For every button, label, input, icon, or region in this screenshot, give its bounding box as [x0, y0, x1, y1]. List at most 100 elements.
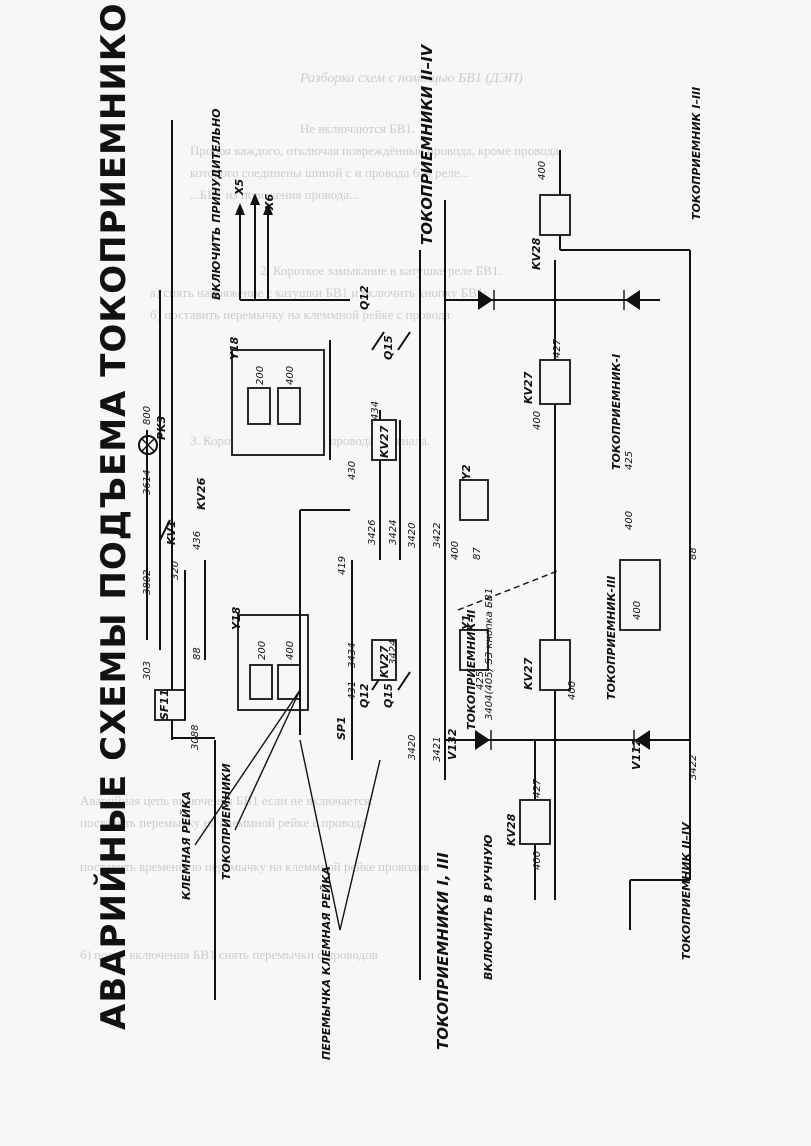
wire-label: 400	[532, 411, 543, 430]
ghost-line: 2. Короткое замыкание в катушке реле БВ1…	[260, 263, 502, 278]
diode-v112	[635, 730, 650, 750]
label-pantographs-2-4: ТОКОПРИЕМНИКИ II–IV	[418, 43, 436, 245]
wire-label: 3614	[142, 470, 153, 495]
wire-label: 425	[475, 671, 486, 690]
contact-q15	[397, 671, 411, 691]
ghost-line: поставить временную перемычку на клеммно…	[80, 859, 430, 874]
component-label: KV27	[522, 371, 535, 404]
coil-y2	[459, 479, 489, 521]
arrow	[250, 193, 260, 205]
component-label: V132	[446, 728, 459, 760]
wire-label: 436	[192, 531, 203, 550]
label-pantograph-2: ТОКОПРИЕМНИК-II	[465, 610, 478, 730]
leader	[299, 739, 341, 931]
wire-label: 87	[472, 547, 483, 560]
component-label: Q15	[382, 683, 395, 708]
leader	[194, 689, 301, 846]
ghost-line: Аварийная цепь включения БВ1 если не вкл…	[80, 793, 374, 808]
diagram-title: АВАРИЙНЫЕ СХЕМЫ ПОДЪЕМА ТОКОПРИЕМНИКОВ	[93, 0, 134, 1030]
relay-kv28-bottom	[519, 799, 551, 845]
wire-label: 400	[450, 541, 461, 560]
component-label: KV1	[165, 520, 178, 545]
wire-label: 200	[255, 366, 266, 385]
wire-label: 3422	[432, 523, 443, 548]
component-label: X6	[263, 194, 276, 211]
wire-label: 3424	[388, 520, 399, 545]
relay-kv27-right	[539, 359, 571, 405]
arrow-x5	[235, 203, 245, 215]
component-label: Q12	[358, 683, 371, 708]
wire-label: 431	[347, 681, 358, 700]
component-label: KV27	[378, 425, 391, 458]
label-vklyuchit-v-ruchnuyu: ВКЛЮЧИТЬ В РУЧНУЮ	[482, 834, 495, 980]
label-tokopriemniki: ТОКОПРИЕМНИКИ	[220, 763, 233, 880]
component-label: V112	[630, 738, 643, 770]
leader	[234, 689, 301, 831]
component-label: Y2	[460, 464, 473, 480]
wire-label: 3421	[432, 737, 443, 762]
wire-label: 3422	[688, 755, 699, 780]
diode	[625, 290, 640, 310]
wire-label: 425	[624, 451, 635, 470]
component-label: Y1	[460, 614, 473, 630]
component-label: Y18	[230, 606, 243, 630]
wire-label: 419	[337, 556, 348, 575]
component-label: X5	[233, 179, 246, 196]
ghost-line: а) снять напряжение с катушки БВ1 и вклю…	[150, 285, 488, 300]
wire-label: 427	[552, 338, 563, 358]
label-peremychka: ПЕРЕМЫЧКА КЛЕМНАЯ РЕЙКА	[320, 866, 333, 1060]
label-pantographs-1-3: ТОКОПРИЕМНИКИ I, III	[434, 852, 452, 1050]
ghost-line: Пробоя каждого, отключая повреждённые пр…	[190, 143, 559, 158]
wire-label: 303	[142, 661, 153, 680]
component-label: KV26	[195, 477, 208, 510]
contact-kv1	[159, 519, 171, 541]
label-pantograph-1: ТОКОПРИЕМНИК-I	[610, 354, 623, 470]
component-label: PK3	[155, 415, 168, 440]
wire-label: 434	[370, 401, 381, 420]
relay-kv28-top	[539, 194, 571, 236]
wire-label: 320	[170, 561, 181, 580]
wire-label: 800	[142, 406, 153, 425]
component-label: Q12	[358, 285, 371, 310]
wire-label: 3420	[407, 735, 418, 760]
label-pantograph-2-4: ТОКОПРИЕМНИК II–IV	[680, 821, 693, 960]
wire-label: 88	[688, 547, 699, 560]
component-label: Q15	[382, 335, 395, 360]
relay-kv27	[371, 419, 397, 461]
wire-label: 200	[257, 641, 268, 660]
lamp-pk3	[138, 435, 158, 455]
ghost-line: поставить перемычку на клеммной рейке с …	[80, 815, 366, 830]
leader	[339, 759, 381, 931]
label-pantograph-1-3: ТОКОПРИЕМНИК I–III	[690, 87, 703, 220]
component-label: KV27	[378, 645, 391, 678]
dashed-link	[457, 569, 561, 611]
wire-label: 3434	[347, 643, 358, 668]
label-klemnaya-reyka: КЛЕМНАЯ РЕЙКА	[180, 791, 193, 900]
contact-q12	[371, 331, 385, 351]
component-label: Y18	[228, 336, 241, 360]
relay-kv27-lower	[539, 639, 571, 691]
wire-label: 400	[567, 681, 578, 700]
coil-y1	[459, 629, 489, 671]
wire-label: 3802	[142, 570, 153, 595]
ghost-line: ...БВ1 из положения провода...	[190, 187, 359, 202]
ghost-line: б) поставить перемычку на клеммной рейке…	[150, 307, 451, 322]
ghost-line: б) после включения БВ1 снять перемычки с…	[80, 947, 378, 962]
relay-kv27	[371, 639, 397, 681]
ghost-line: Не включаются БВ1.	[300, 121, 416, 136]
coil-element	[277, 387, 301, 425]
label-pantograph-3: ТОКОПРИЕМНИК-III	[605, 576, 618, 700]
label-knopka-bv1: 3404(405) S3 кнопка БВ1	[484, 588, 495, 720]
component-label: SP1	[335, 716, 348, 740]
wire-label: 3426	[367, 520, 378, 545]
wire-label: 400	[632, 601, 643, 620]
wire-label: 400	[285, 366, 296, 385]
coil-element	[249, 664, 273, 700]
coil-element	[247, 387, 271, 425]
arrow-x6	[263, 203, 273, 215]
diode	[478, 290, 493, 310]
wire-label: 400	[532, 851, 543, 870]
label-vklyuchit-prinuditelno: ВКЛЮЧИТЬ ПРИНУДИТЕЛЬНО	[210, 109, 223, 301]
